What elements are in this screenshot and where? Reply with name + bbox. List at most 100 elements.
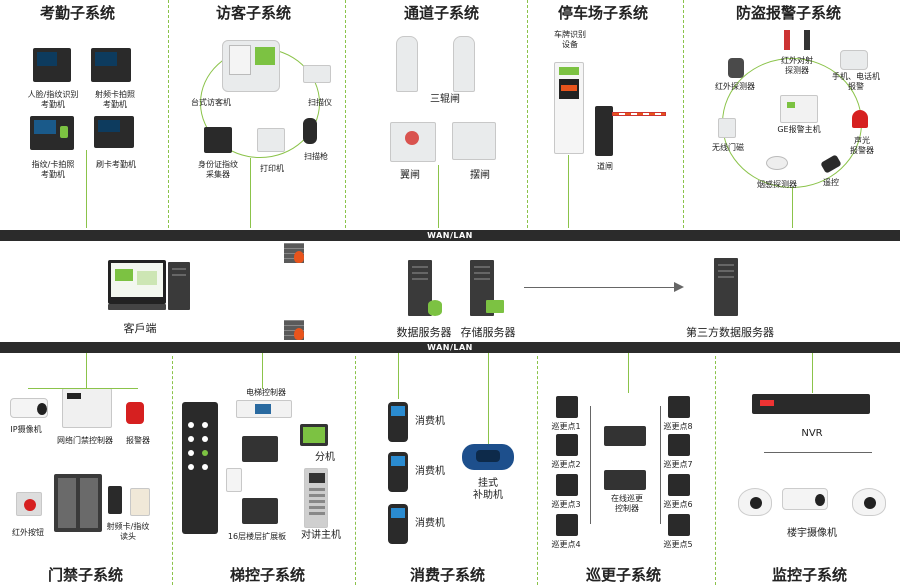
barrier-gate-arm — [612, 112, 666, 116]
monitor-label-camera: 楼宇摄像机 — [787, 528, 837, 539]
passage-link — [438, 165, 439, 228]
third-party-server — [714, 258, 738, 316]
bus-top-label: WAN/LAN — [427, 231, 473, 240]
patrol-controller-2 — [604, 470, 646, 490]
client-keyboard — [108, 304, 166, 310]
divider-top-4 — [683, 0, 684, 228]
visitor-label-gun: 扫描枪 — [304, 152, 328, 161]
swing-barrier — [452, 122, 496, 160]
visitor-label-id: 身份证指纹 采集器 — [198, 160, 238, 179]
consumption-label-1: 消费机 — [415, 416, 445, 427]
access-link — [86, 353, 87, 389]
bus-bottom-label: WAN/LAN — [427, 343, 473, 352]
strobe-siren-icon — [852, 110, 868, 128]
patrol-point-7 — [668, 434, 690, 456]
patrol-label-8: 巡更点8 — [663, 422, 693, 431]
door-sensor-icon — [718, 118, 736, 138]
beam-detector-icon — [784, 30, 810, 50]
network-bus-top: WAN/LAN — [0, 230, 900, 241]
elevator-label-intercom: 对讲主机 — [301, 530, 341, 541]
patrol-wire-right — [660, 406, 661, 524]
sync-arrow-head — [674, 282, 684, 292]
patrol-label-5: 巡更点5 — [663, 540, 693, 549]
bullet-camera — [782, 488, 828, 510]
alarm-label-smoke: 烟感探测器 — [757, 180, 797, 189]
access-label-button: 红外按钮 — [12, 528, 44, 537]
elevator-title: 梯控子系统 — [230, 566, 306, 584]
divider-top-3 — [527, 0, 528, 228]
third-party-server-label: 第三方数据服务器 — [686, 326, 774, 339]
alarm-siren-icon — [126, 402, 144, 424]
access-label-alarm: 报警器 — [126, 436, 150, 445]
patrol-label-controller: 在线巡更 控制器 — [611, 494, 643, 513]
monitor-link — [812, 353, 813, 393]
smoke-detector-icon — [766, 156, 788, 170]
pos-terminal-1 — [388, 402, 408, 442]
visitor-label-desktop: 台式访客机 — [191, 98, 231, 107]
flap-barrier — [390, 122, 436, 162]
pos-terminal-3 — [388, 504, 408, 544]
passage-label-tripod: 三辊闸 — [430, 94, 460, 105]
consumption-label-subsidy: 挂式 补助机 — [473, 478, 503, 501]
divider-bottom-2 — [355, 356, 356, 585]
database-icon — [428, 300, 442, 316]
divider-bottom-4 — [715, 356, 716, 585]
fingerprint-reader — [130, 488, 150, 516]
monitor-label-nvr: NVR — [801, 428, 823, 439]
attendance-label-3: 指纹/卡拍照 考勤机 — [31, 160, 75, 179]
dome-camera-2 — [852, 488, 886, 516]
client-tower — [168, 262, 190, 310]
access-title: 门禁子系统 — [48, 566, 124, 584]
patrol-label-2: 巡更点2 — [551, 460, 581, 469]
patrol-label-6: 巡更点6 — [663, 500, 693, 509]
pos-terminal-2 — [388, 452, 408, 492]
dome-camera-1 — [738, 488, 772, 516]
visitor-label-printer: 打印机 — [260, 164, 284, 173]
passage-title: 通道子系统 — [404, 4, 480, 22]
parking-link — [568, 155, 569, 228]
elevator-controller — [236, 400, 292, 418]
attendance-label-4: 刷卡考勤机 — [96, 160, 136, 169]
divider-top-1 — [168, 0, 169, 228]
attendance-title: 考勤子系统 — [40, 4, 116, 22]
glass-door — [54, 474, 102, 532]
printer-device — [257, 128, 285, 152]
consumption-label-3: 消费机 — [415, 518, 445, 529]
access-bus-h — [28, 388, 138, 389]
consumption-label-2: 消费机 — [415, 466, 445, 477]
consumption-title: 消费子系统 — [410, 566, 486, 584]
tripod-turnstile-1 — [396, 36, 418, 92]
elevator-label-controller: 电梯控制器 — [246, 388, 286, 397]
ir-detector-icon — [728, 58, 744, 78]
card-reader — [108, 486, 122, 514]
attendance-label-2: 射频卡拍照 考勤机 — [95, 90, 135, 109]
elevator-label-board: 16层楼层扩展板 — [227, 532, 287, 541]
consumption-link-2 — [488, 353, 489, 445]
patrol-label-1: 巡更点1 — [551, 422, 581, 431]
parking-title: 停车场子系统 — [558, 4, 649, 22]
id-fingerprint-collector — [204, 127, 232, 153]
access-controller — [62, 388, 112, 428]
passage-label-flap: 翼闸 — [400, 170, 420, 181]
alarm-host — [780, 95, 818, 123]
patrol-link — [628, 353, 629, 393]
alarm-label-remote: 遥控 — [823, 178, 839, 187]
lpr-device — [554, 62, 584, 154]
patrol-wire-left — [590, 406, 591, 524]
rfid-attendance-device — [91, 48, 131, 82]
access-label-reader: 射频卡/指纹 读头 — [106, 522, 150, 541]
elevator-link — [262, 353, 263, 389]
elevator-card-reader — [226, 468, 242, 492]
client-label: 客戶端 — [123, 322, 157, 335]
attendance-label-1: 人脸/指纹识别 考勤机 — [27, 90, 79, 109]
tripod-turnstile-2 — [453, 36, 475, 92]
monitor-title: 监控子系统 — [772, 566, 848, 584]
visitor-title: 访客子系统 — [216, 4, 292, 22]
visitor-label-scanner: 扫描仪 — [308, 98, 332, 107]
face-attendance-device — [33, 48, 71, 82]
scanner-device — [303, 65, 331, 83]
access-label-camera: IP摄像机 — [10, 425, 42, 434]
alarm-label-ir: 红外探测器 — [715, 82, 755, 91]
elevator-label-extension: 分机 — [315, 452, 335, 463]
firewall-icon-top — [284, 243, 304, 263]
